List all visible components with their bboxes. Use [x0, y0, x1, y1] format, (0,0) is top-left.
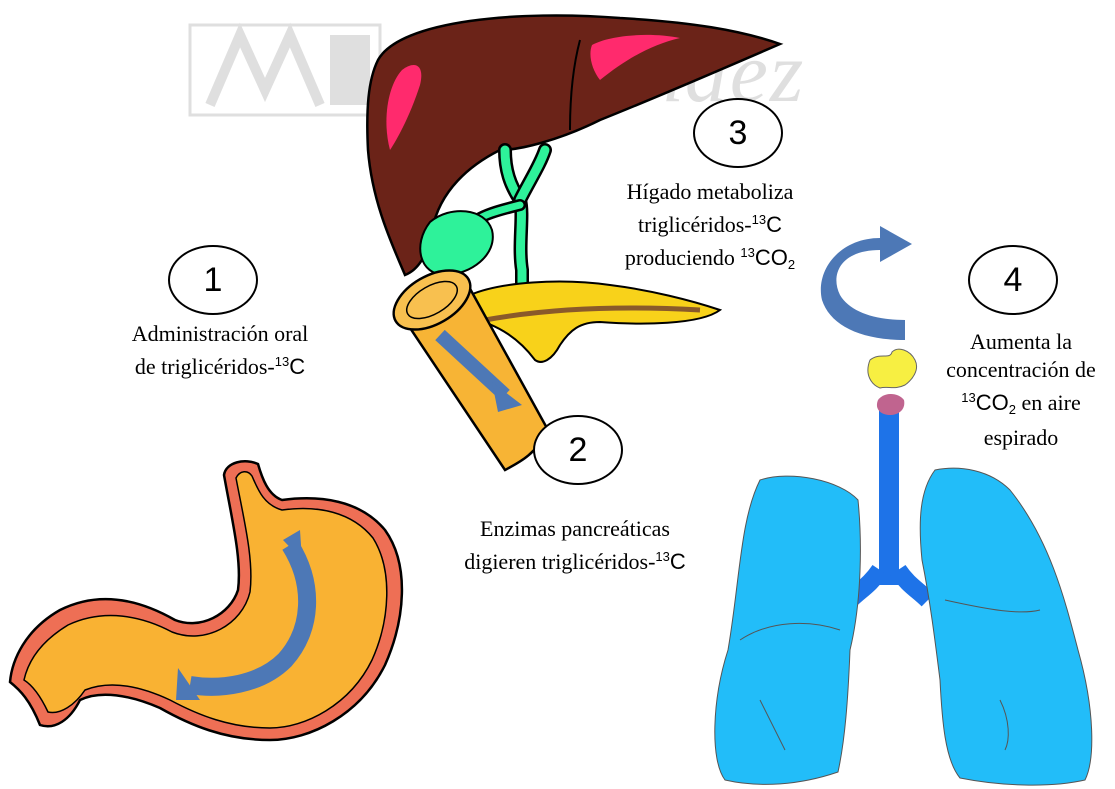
step-3-line-3-text: produciendo	[625, 245, 740, 270]
step-4-co2-symbol: CO	[976, 390, 1009, 415]
step-4-caption: Aumenta la concentración de 13CO2 en air…	[930, 328, 1112, 452]
step-3-co2-mass: 13	[740, 245, 754, 260]
step-4-badge: 4	[968, 245, 1058, 315]
step-3-line-1: Hígado metaboliza	[590, 178, 830, 206]
step-2-line-1: Enzimas pancreáticas	[430, 515, 720, 543]
step-4-line-3: 13CO2 en aire	[930, 384, 1112, 424]
step-1-badge: 1	[168, 245, 258, 315]
step-2-badge: 2	[533, 415, 623, 485]
step-4-co2-subscript: 2	[1009, 402, 1016, 417]
step-2-line-2: digieren triglicéridos-13C	[430, 543, 720, 576]
step-3-number: 3	[729, 114, 748, 153]
step-3-line-2: triglicéridos-13C	[590, 206, 830, 239]
pancreas-illustration	[470, 282, 720, 362]
step-3-co2-symbol: CO	[755, 245, 788, 270]
exhale-curved-arrow-icon	[821, 226, 912, 340]
step-4-co2-mass: 13	[961, 390, 975, 405]
step-4-line-4: espirado	[930, 424, 1112, 452]
step-4-number: 4	[1004, 261, 1023, 300]
step-1-number: 1	[204, 261, 223, 300]
step-3-badge: 3	[693, 98, 783, 168]
step-2-isotope-symbol: C	[670, 549, 686, 574]
step-2-caption: Enzimas pancreáticas digieren triglicéri…	[430, 515, 720, 576]
step-4-line-2: concentración de	[930, 356, 1112, 384]
step-3-line-2-text: triglicéridos-	[638, 212, 752, 237]
step-3-line-3: produciendo 13CO2	[590, 239, 830, 279]
step-1-isotope-symbol: C	[289, 354, 305, 379]
step-1-line-1: Administración oral	[100, 320, 340, 348]
step-1-line-2: de triglicéridos-13C	[100, 348, 340, 381]
stomach-illustration	[10, 461, 402, 740]
step-1-line-2-text: de triglicéridos-	[135, 354, 275, 379]
step-3-co2-subscript: 2	[788, 257, 795, 272]
step-4-line-1: Aumenta la	[930, 328, 1112, 356]
step-3-caption: Hígado metaboliza triglicéridos-13C prod…	[590, 178, 830, 279]
step-3-isotope-symbol: C	[766, 212, 782, 237]
step-1-isotope-mass: 13	[275, 354, 289, 369]
step-2-isotope-mass: 13	[655, 549, 669, 564]
step-4-line-3-text: en aire	[1016, 390, 1081, 415]
step-2-line-2-text: digieren triglicéridos-	[464, 549, 655, 574]
step-1-caption: Administración oral de triglicéridos-13C	[100, 320, 340, 381]
step-3-isotope-mass: 13	[752, 212, 766, 227]
step-2-number: 2	[569, 431, 588, 470]
